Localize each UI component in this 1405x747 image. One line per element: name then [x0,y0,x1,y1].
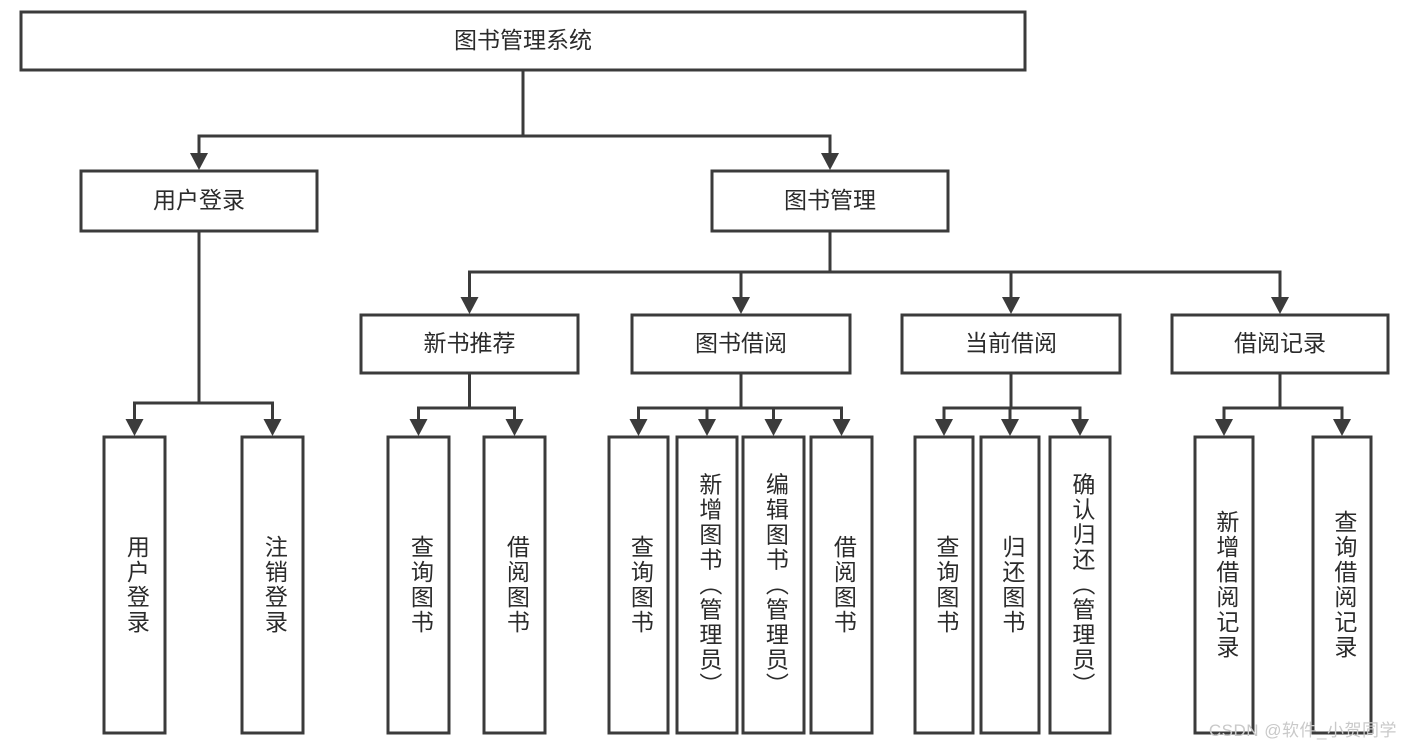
node-box[interactable] [1048,435,1112,735]
node-box[interactable] [809,435,874,735]
arrowhead-icon [409,419,428,436]
edge-用户登录-to-用户登录 [125,231,201,436]
edge-当前借阅-to-查询图书 [935,373,1013,436]
node-box[interactable] [482,435,547,735]
node-layer: 图书管理系统用户登录图书管理新书推荐图书借阅当前借阅借阅记录用户登录注销登录查询… [19,10,1390,735]
arrowhead-icon [125,419,144,436]
arrowhead-icon [821,153,839,170]
node-label: 借阅图书 [830,535,857,635]
node-图书借阅[interactable]: 图书借阅 [630,313,852,375]
arrowhead-icon [698,419,716,436]
node-label: 查询图书 [407,535,434,635]
node-box[interactable] [79,169,319,233]
node-label: 图书管理 [784,187,876,213]
edge-图书管理系统-to-用户登录 [190,70,525,170]
edge-图书管理-to-借阅记录 [828,231,1289,314]
node-查询图书[interactable]: 查询图书 [913,435,975,735]
node-label: 新增借阅记录 [1213,510,1240,660]
arrowhead-icon [1071,419,1089,436]
edge-借阅记录-to-新增借阅记录 [1215,373,1282,436]
node-查询图书[interactable]: 查询图书 [607,435,670,735]
node-label: 编辑图书（管理员） [762,473,789,698]
edge-图书借阅-to-编辑图书管理员 [739,373,783,436]
arrowhead-icon [832,419,851,436]
node-box[interactable] [675,435,739,735]
node-label: 确认归还（管理员） [1069,473,1096,698]
arrowhead-icon [460,297,479,314]
arrowhead-icon [764,419,783,436]
edge-借阅记录-to-查询借阅记录 [1278,373,1351,436]
node-box[interactable] [710,169,950,233]
node-box[interactable] [900,313,1122,375]
node-查询借阅记录[interactable]: 查询借阅记录 [1311,435,1373,735]
node-注销登录[interactable]: 注销登录 [240,435,305,735]
node-label: 归还图书 [999,535,1026,635]
node-label: 新书推荐 [424,330,516,356]
node-确认归还管理员[interactable]: 确认归还（管理员） [1048,435,1112,735]
node-box[interactable] [19,10,1027,72]
node-新增借阅记录[interactable]: 新增借阅记录 [1193,435,1255,735]
node-新书推荐[interactable]: 新书推荐 [359,313,580,375]
node-label: 借阅图书 [503,535,530,635]
node-box[interactable] [359,313,580,375]
node-label: 图书管理系统 [454,27,592,53]
node-用户登录[interactable]: 用户登录 [102,435,167,735]
edge-图书借阅-to-借阅图书 [739,373,851,436]
node-借阅图书[interactable]: 借阅图书 [809,435,874,735]
edge-新书推荐-to-查询图书 [409,373,471,436]
node-label: 当前借阅 [965,330,1057,356]
arrowhead-icon [1271,297,1289,314]
node-label: 注销登录 [261,535,288,635]
node-label: 查询借阅记录 [1331,510,1358,660]
arrowhead-icon [190,153,208,170]
node-label: 用户登录 [153,187,245,213]
edge-图书管理系统-to-图书管理 [521,70,839,170]
node-用户登录[interactable]: 用户登录 [79,169,319,233]
edge-用户登录-to-注销登录 [197,231,282,436]
node-label: 图书借阅 [695,330,787,356]
node-box[interactable] [240,435,305,735]
node-借阅记录[interactable]: 借阅记录 [1170,313,1390,375]
edge-图书管理-to-图书借阅 [732,231,832,314]
node-归还图书[interactable]: 归还图书 [979,435,1041,735]
edge-图书借阅-to-新增图书管理员 [698,373,743,436]
node-编辑图书管理员[interactable]: 编辑图书（管理员） [741,435,806,735]
node-label: 用户登录 [123,535,150,635]
node-新增图书管理员[interactable]: 新增图书（管理员） [675,435,739,735]
arrowhead-icon [629,419,648,436]
node-label: 新增图书（管理员） [696,473,723,698]
node-label: 查询图书 [933,535,960,635]
arrowhead-icon [505,419,524,436]
node-图书管理系统[interactable]: 图书管理系统 [19,10,1027,72]
node-box[interactable] [630,313,852,375]
node-借阅图书[interactable]: 借阅图书 [482,435,547,735]
edge-图书借阅-to-查询图书 [629,373,743,436]
node-label: 查询图书 [627,535,654,635]
node-box[interactable] [979,435,1041,735]
node-box[interactable] [1193,435,1255,735]
arrowhead-icon [263,419,282,436]
node-label: 借阅记录 [1234,330,1326,356]
node-box[interactable] [102,435,167,735]
edge-当前借阅-to-确认归还管理员 [1009,373,1089,436]
node-box[interactable] [1170,313,1390,375]
arrowhead-icon [1215,419,1233,436]
node-查询图书[interactable]: 查询图书 [386,435,451,735]
node-box[interactable] [741,435,806,735]
arrowhead-icon [732,297,750,314]
node-box[interactable] [913,435,975,735]
arrowhead-icon [1001,419,1019,436]
arrowhead-icon [935,419,953,436]
arrowhead-icon [1333,419,1351,436]
arrowhead-icon [1002,297,1020,314]
node-box[interactable] [607,435,670,735]
node-图书管理[interactable]: 图书管理 [710,169,950,233]
edge-layer [125,70,1351,436]
node-box[interactable] [386,435,451,735]
node-box[interactable] [1311,435,1373,735]
node-当前借阅[interactable]: 当前借阅 [900,313,1122,375]
edge-新书推荐-to-借阅图书 [468,373,524,436]
